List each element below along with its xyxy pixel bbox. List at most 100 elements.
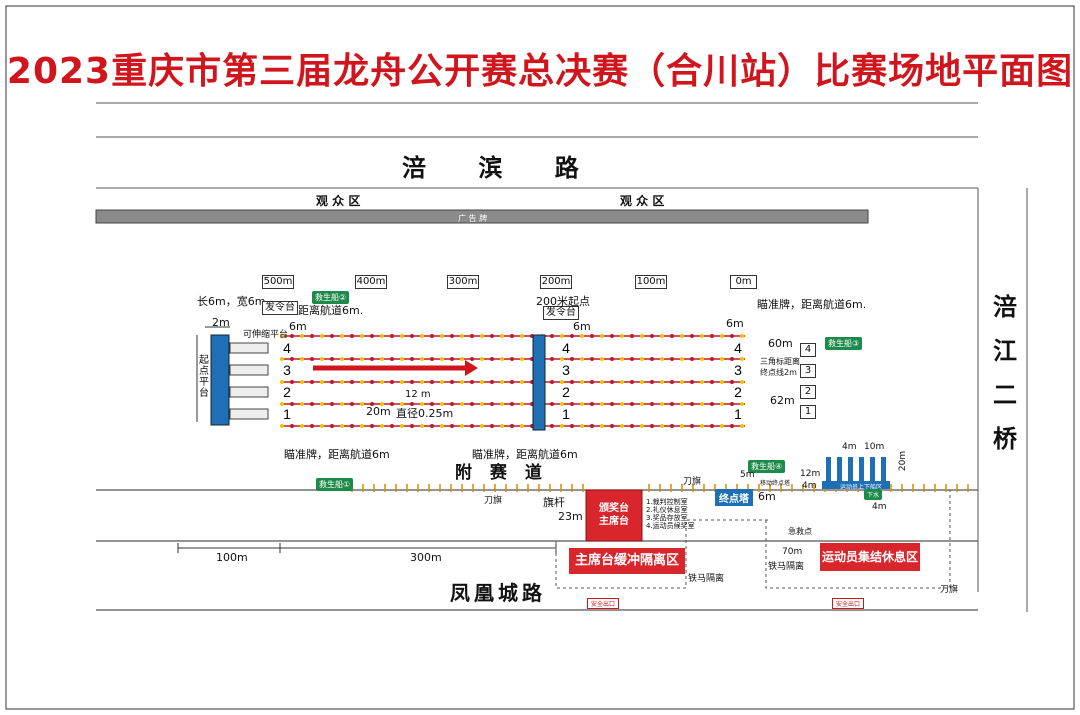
award-stand: 颁奖台 主席台 xyxy=(590,502,638,528)
marker-100m: 100m xyxy=(635,275,667,289)
buoy xyxy=(330,380,334,384)
dock-10m: 10m xyxy=(864,442,885,452)
lane-number: 4 xyxy=(562,340,570,356)
buoy xyxy=(710,357,714,361)
start-boat xyxy=(229,408,269,420)
buoy xyxy=(680,380,684,384)
dock-launch: 下水 xyxy=(864,489,883,500)
buoy xyxy=(630,334,634,338)
buoy xyxy=(300,424,304,428)
road-right-char: 二 xyxy=(993,381,1017,409)
buoy xyxy=(300,357,304,361)
dock-20m: 20m xyxy=(898,450,909,472)
finish-tower-5m: 5m xyxy=(740,470,755,480)
buoy xyxy=(580,357,584,361)
buoy xyxy=(410,380,414,384)
marker-400m: 400m xyxy=(355,275,387,289)
buoy xyxy=(470,357,474,361)
buoy xyxy=(700,402,704,406)
buoy xyxy=(480,402,484,406)
buoy xyxy=(730,380,734,384)
buoy xyxy=(570,380,574,384)
buoy xyxy=(510,380,514,384)
buoy xyxy=(670,402,674,406)
dock-pier xyxy=(848,457,853,483)
buoy xyxy=(360,380,364,384)
dock-pier xyxy=(826,457,831,483)
buoy xyxy=(340,424,344,428)
buoy xyxy=(680,334,684,338)
buoy xyxy=(330,334,334,338)
buoy xyxy=(280,424,284,428)
buoy xyxy=(350,402,354,406)
buoy xyxy=(710,334,714,338)
buoy xyxy=(450,402,454,406)
buoy xyxy=(690,357,694,361)
buoy xyxy=(620,380,624,384)
buoy xyxy=(280,380,284,384)
buoy xyxy=(580,424,584,428)
buoy xyxy=(620,402,624,406)
buoy xyxy=(730,334,734,338)
buoy xyxy=(570,334,574,338)
stand-note: 2.礼仪休息室 xyxy=(646,506,688,514)
rescue-boat-4: 救生船④ xyxy=(748,460,786,473)
buoy xyxy=(290,357,294,361)
dock-4m-c: 4m xyxy=(872,502,887,512)
dock-pier xyxy=(881,457,886,483)
buoy xyxy=(520,334,524,338)
buoy xyxy=(370,402,374,406)
buoy xyxy=(520,424,524,428)
buoy xyxy=(480,334,484,338)
finish-tower-6m: 6m xyxy=(758,490,776,503)
buoy xyxy=(300,334,304,338)
buoy xyxy=(280,357,284,361)
buoy xyxy=(420,357,424,361)
buoy xyxy=(560,402,564,406)
buoy xyxy=(670,424,674,428)
buoy xyxy=(460,357,464,361)
finish-60m: 60m xyxy=(768,337,793,350)
buoy xyxy=(380,402,384,406)
buoy xyxy=(410,424,414,428)
buoy xyxy=(560,424,564,428)
buoy xyxy=(420,402,424,406)
stand-note: 3.奖品存放室 xyxy=(646,514,688,522)
buoy xyxy=(590,424,594,428)
lane-number: 2 xyxy=(734,384,742,400)
buoy xyxy=(660,380,664,384)
buoy xyxy=(440,424,444,428)
buoy xyxy=(550,380,554,384)
road-right-char: 涪 xyxy=(993,293,1017,321)
buoy xyxy=(490,402,494,406)
first-aid: 急救点 xyxy=(788,527,812,536)
audience-left: 观 众 区 xyxy=(316,194,361,208)
buoy xyxy=(360,334,364,338)
mid-start-tower: 发令台 xyxy=(543,306,579,320)
flag-pole: 旗杆 xyxy=(543,496,565,509)
buoy xyxy=(710,424,714,428)
buoy xyxy=(380,424,384,428)
rest-zone: 运动员集结休息区 xyxy=(820,543,920,571)
buoy xyxy=(520,380,524,384)
buoy xyxy=(400,380,404,384)
lane-number: 2 xyxy=(283,384,291,400)
lane-number: 4 xyxy=(734,340,742,356)
knife-flag-3: 刀旗 xyxy=(940,585,959,595)
buoy xyxy=(510,402,514,406)
stands-gap: 23m xyxy=(558,510,583,523)
buoy-diameter: 直径0.25m xyxy=(396,407,454,420)
buoy xyxy=(580,380,584,384)
buoy xyxy=(670,380,674,384)
finish-tower: 终点塔 xyxy=(715,489,753,506)
buoy xyxy=(680,357,684,361)
buoy xyxy=(510,334,514,338)
dock-base xyxy=(822,481,890,489)
buoy xyxy=(390,380,394,384)
buoy xyxy=(300,402,304,406)
buoy xyxy=(670,357,674,361)
buoy xyxy=(640,380,644,384)
buoy xyxy=(290,380,294,384)
lane-number: 4 xyxy=(283,340,291,356)
rescue-boat-1: 救生船① xyxy=(316,478,354,491)
